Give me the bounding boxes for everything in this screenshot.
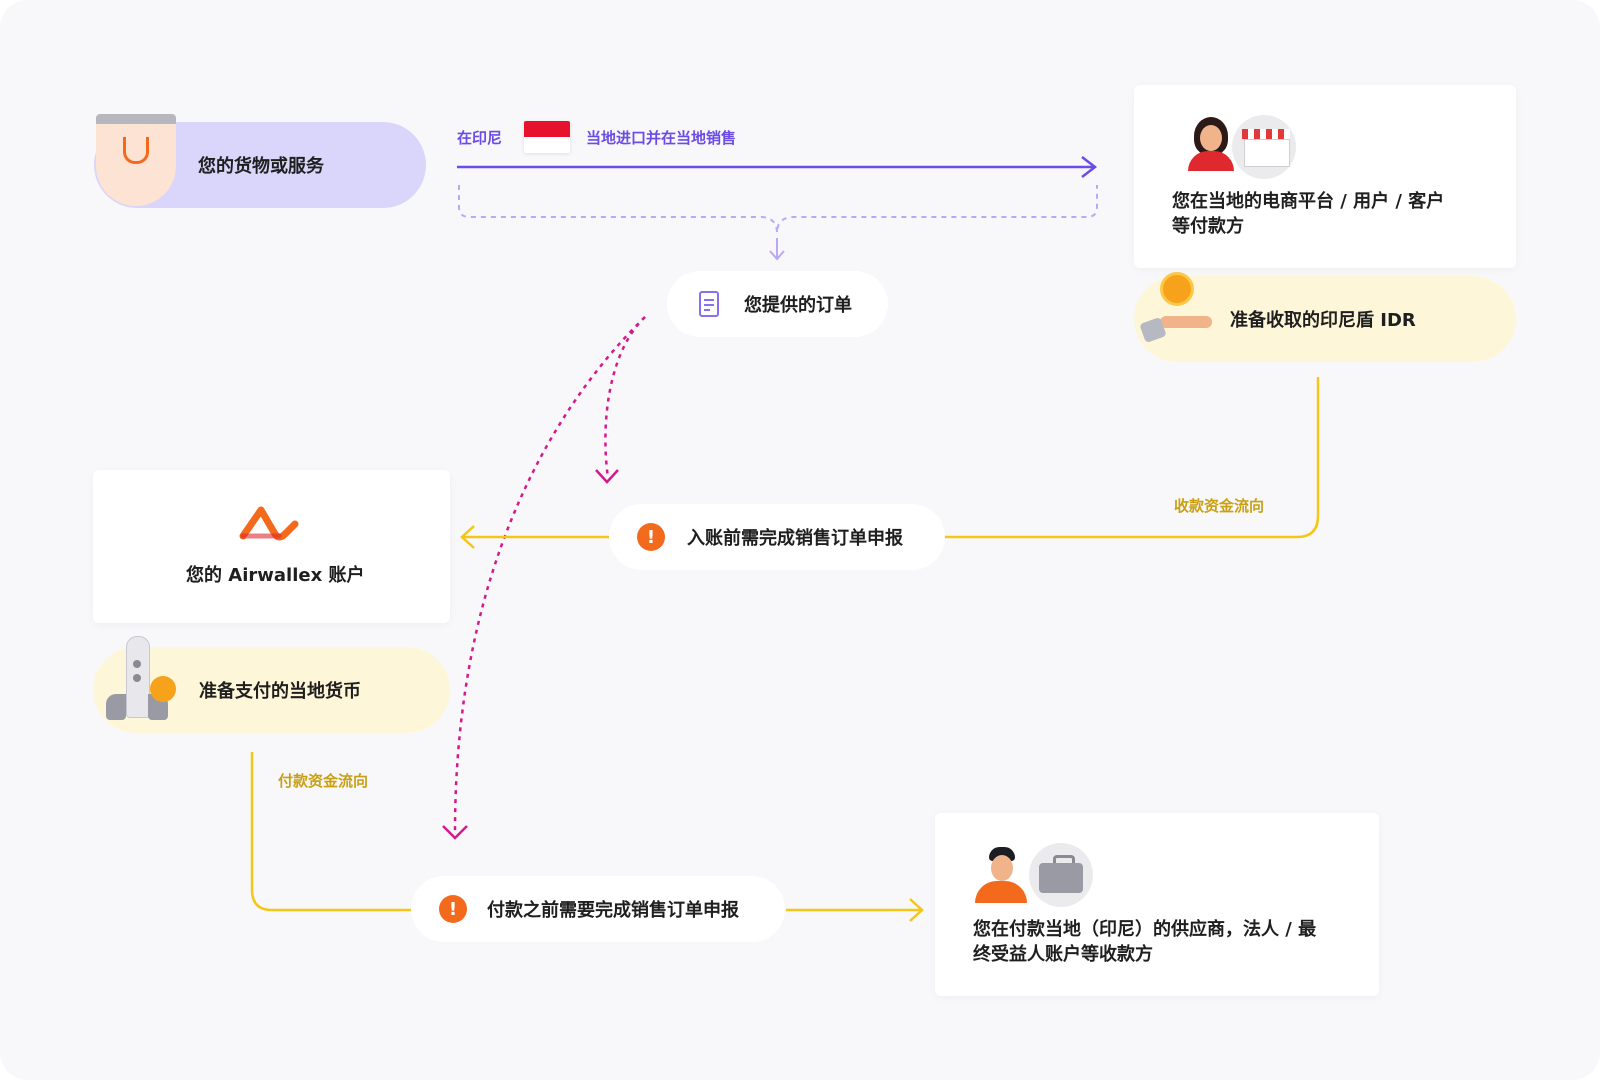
outgoing-to-payee-head <box>909 898 924 922</box>
account-card: 您的 Airwallex 账户 <box>93 470 450 623</box>
storefront-icon <box>1232 115 1296 179</box>
import-route-prefix: 在印尼 <box>457 129 503 147</box>
payer-line2: 等付款方 <box>1172 216 1244 237</box>
incoming-flow-label: 收款资金流向 <box>1174 497 1265 515</box>
order-pill: 您提供的订单 <box>667 271 888 337</box>
declaration-in-label: 入账前需完成销售订单申报 <box>687 528 903 549</box>
payer-card: 您在当地的电商平台 / 用户 / 客户 等付款方 <box>1134 85 1516 268</box>
payee-line2: 终受益人账户等收款方 <box>973 944 1153 965</box>
import-arrow-head <box>1081 156 1098 178</box>
pay-currency-label: 准备支付的当地货币 <box>199 681 361 702</box>
magenta-curve-short-head <box>595 469 619 484</box>
shopping-bag-icon <box>96 114 176 206</box>
warning-icon: ! <box>637 523 665 551</box>
order-label: 您提供的订单 <box>744 295 852 316</box>
magenta-curve-short <box>604 316 646 479</box>
order-bracket-dashed <box>458 185 1098 234</box>
declaration-out-label: 付款之前需要完成销售订单申报 <box>487 900 739 921</box>
rocket-coin-icon <box>102 636 182 728</box>
document-icon <box>699 291 719 317</box>
hand-coin-icon <box>1138 272 1218 348</box>
airwallex-logo-icon <box>239 506 299 541</box>
magenta-curve-long <box>453 316 646 833</box>
woman-avatar-icon <box>1188 117 1234 171</box>
outgoing-flow-label: 付款资金流向 <box>278 772 369 790</box>
man-avatar-icon <box>975 847 1027 903</box>
incoming-to-account-head <box>460 525 475 549</box>
warning-icon: ! <box>439 895 467 923</box>
goods-label: 您的货物或服务 <box>198 156 324 177</box>
outgoing-flow-line <box>250 752 414 912</box>
indonesia-flag-icon <box>524 121 570 153</box>
payee-line1: 您在付款当地（印尼）的供应商，法人 / 最 <box>973 919 1317 940</box>
account-label: 您的 Airwallex 账户 <box>186 565 365 586</box>
order-bracket-arrow-head <box>769 250 785 261</box>
payer-line1: 您在当地的电商平台 / 用户 / 客户 <box>1172 191 1445 212</box>
collect-currency-label: 准备收取的印尼盾 IDR <box>1230 310 1416 331</box>
declaration-in-pill: ! 入账前需完成销售订单申报 <box>609 504 945 570</box>
declaration-out-pill: ! 付款之前需要完成销售订单申报 <box>411 876 785 942</box>
payee-card: 您在付款当地（印尼）的供应商，法人 / 最 终受益人账户等收款方 <box>935 813 1379 996</box>
magenta-curve-long-head <box>442 825 468 840</box>
import-route-suffix: 当地进口并在当地销售 <box>586 129 737 147</box>
briefcase-icon <box>1029 843 1093 907</box>
incoming-flow-line <box>943 377 1320 539</box>
